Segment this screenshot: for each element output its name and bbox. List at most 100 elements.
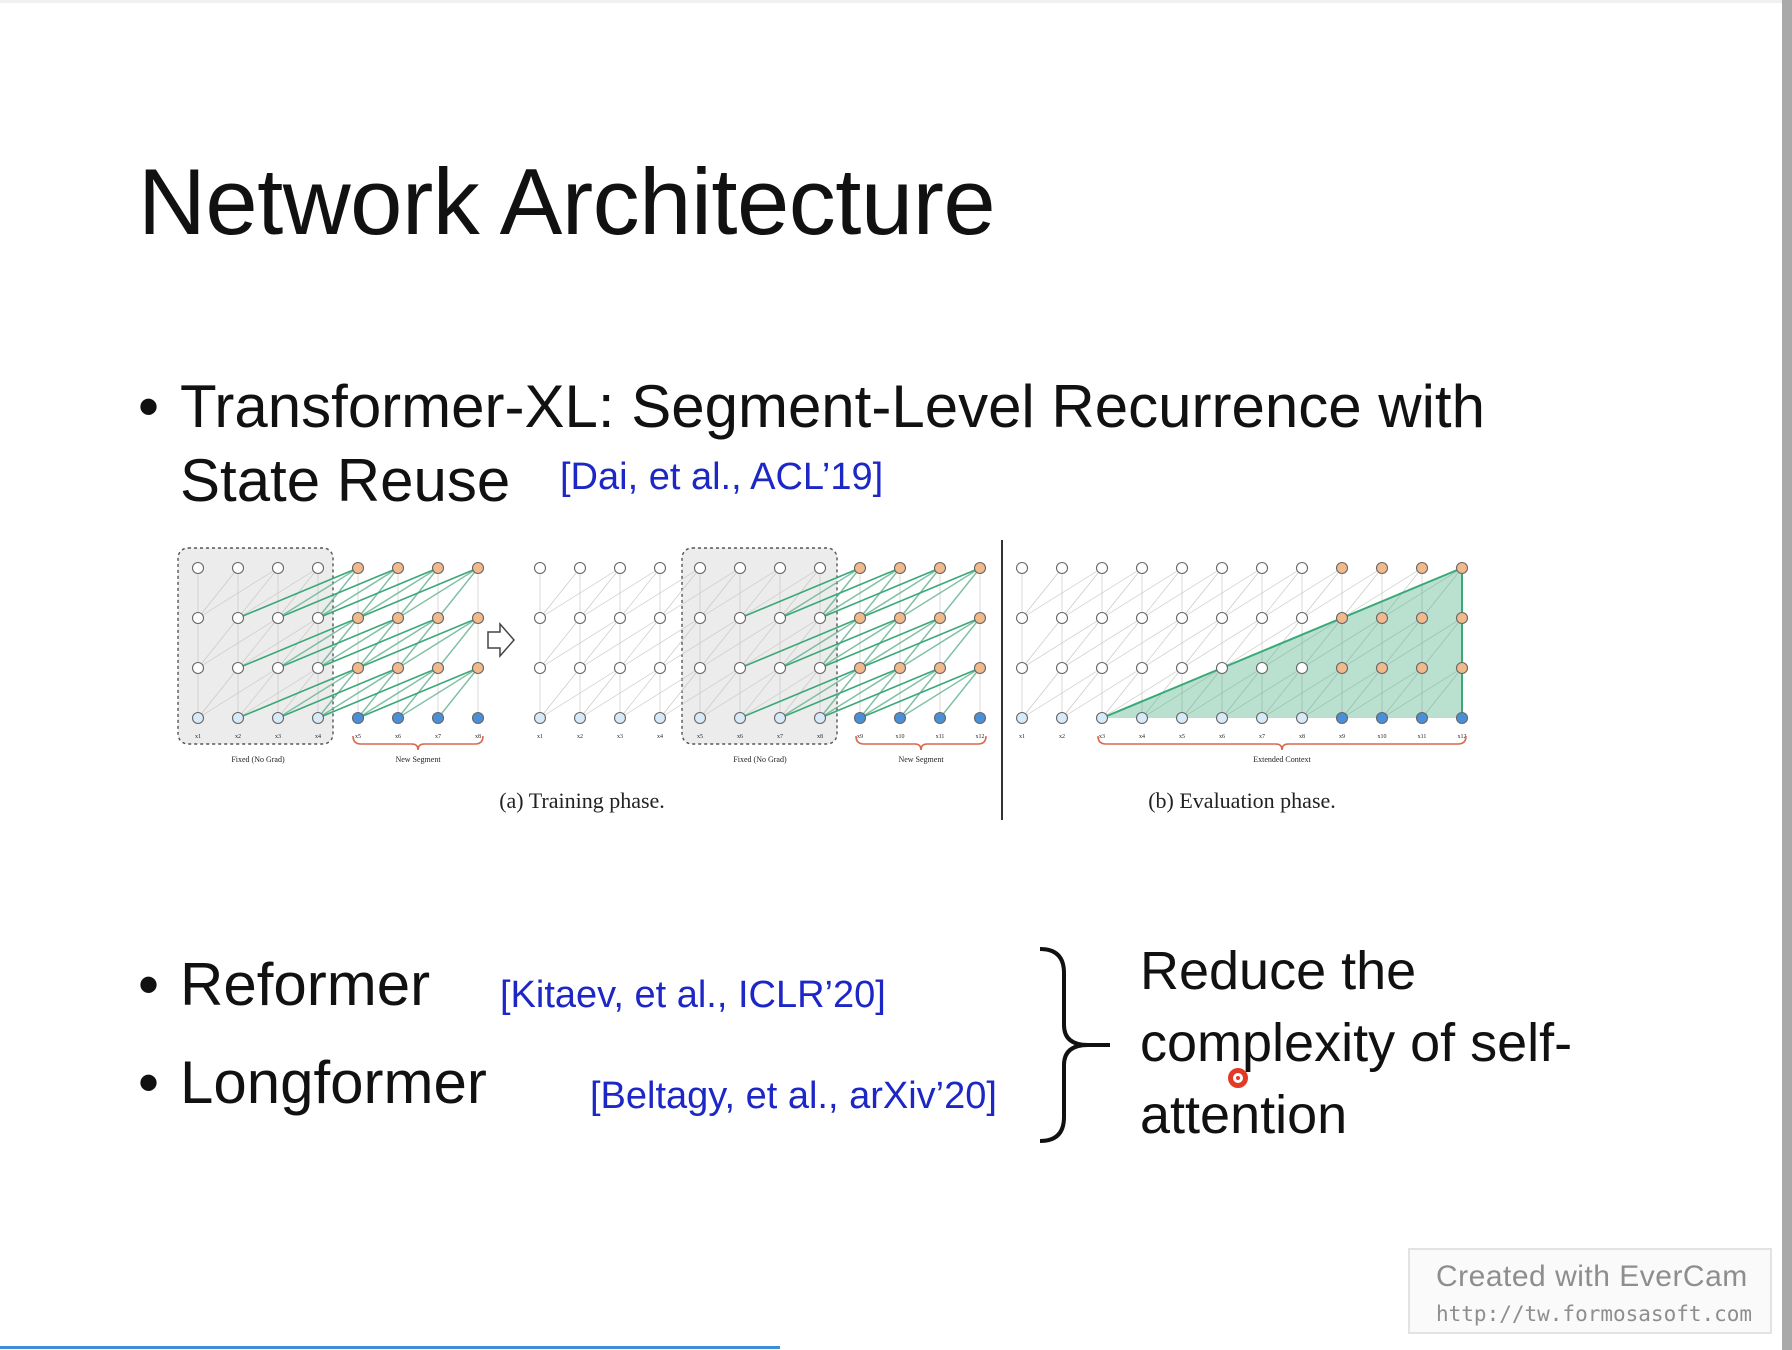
right-scrollbar[interactable] bbox=[1782, 0, 1792, 1350]
slide-title: Network Architecture bbox=[138, 149, 996, 254]
a2-node bbox=[853, 561, 867, 575]
a1-token-label: x6 bbox=[395, 734, 401, 740]
a2-attention-edge bbox=[859, 617, 941, 669]
b-token-label: x7 bbox=[1259, 734, 1265, 740]
b-fade-edge bbox=[1221, 617, 1263, 669]
b-fade-edge bbox=[1101, 667, 1143, 719]
bullet-transformer-xl-line2: State Reuse bbox=[180, 447, 511, 514]
b-token-label: x1 bbox=[1019, 734, 1025, 740]
caption-evaluation-phase: (b) Evaluation phase. bbox=[1148, 788, 1336, 813]
a2-node bbox=[973, 661, 987, 675]
b-token-label: x9 bbox=[1339, 734, 1345, 740]
b-fade-edge bbox=[1181, 617, 1263, 669]
a2-node bbox=[733, 611, 747, 625]
a2-node bbox=[533, 661, 547, 675]
a2-node bbox=[693, 711, 707, 725]
a1-fade-edge bbox=[237, 567, 319, 619]
b-fade-edge bbox=[1101, 567, 1143, 619]
b-fade-edge bbox=[1061, 567, 1103, 619]
a1-fade-edge bbox=[237, 617, 319, 669]
b-node bbox=[1295, 611, 1309, 625]
a2-fade-edge bbox=[619, 667, 701, 719]
bullet-longformer: •Longformer bbox=[138, 1048, 487, 1117]
a1-node bbox=[351, 611, 365, 625]
a2-node bbox=[773, 561, 787, 575]
b-node bbox=[1175, 561, 1189, 575]
b-fade-edge bbox=[1381, 667, 1423, 719]
b-node bbox=[1175, 711, 1189, 725]
a2-node bbox=[533, 711, 547, 725]
b-fade-edge bbox=[1421, 567, 1463, 619]
b-fade-edge bbox=[1381, 667, 1463, 719]
b-fade-edge bbox=[1341, 617, 1383, 669]
a2-attention-edge bbox=[819, 567, 941, 619]
a2-fade-edge bbox=[699, 567, 741, 619]
b-node bbox=[1055, 711, 1069, 725]
a1-attention-edge bbox=[357, 617, 439, 669]
a2-node bbox=[853, 661, 867, 675]
citation-beltagy: [Beltagy, et al., arXiv’20] bbox=[590, 1075, 997, 1117]
b-fade-edge bbox=[1381, 567, 1463, 619]
b-node bbox=[1135, 611, 1149, 625]
watermark-url: http://tw.formosasoft.com bbox=[1436, 1302, 1753, 1326]
a2-attention-edge bbox=[859, 667, 941, 719]
a2-fade-edge bbox=[659, 617, 701, 669]
a2-node bbox=[653, 711, 667, 725]
a2-fade-edge bbox=[659, 667, 701, 719]
a2-node bbox=[813, 711, 827, 725]
a2-attention-edge bbox=[739, 617, 861, 669]
extended-context-brace bbox=[1097, 735, 1467, 751]
b-node bbox=[1215, 561, 1229, 575]
a2-attention-edge bbox=[899, 667, 981, 719]
a2-attention-edge bbox=[939, 567, 981, 619]
a1-attention-edge bbox=[357, 667, 479, 719]
a1-fade-edge bbox=[197, 567, 279, 619]
b-node bbox=[1095, 611, 1109, 625]
a2-fade-edge bbox=[539, 567, 621, 619]
a1-attention-edge bbox=[397, 567, 479, 619]
b-fade-edge bbox=[1141, 567, 1183, 619]
a2-node bbox=[893, 711, 907, 725]
a1-node bbox=[471, 661, 485, 675]
a1-node bbox=[431, 661, 445, 675]
a1-node bbox=[191, 661, 205, 675]
a1-fade-edge bbox=[197, 617, 239, 669]
a2-node bbox=[893, 661, 907, 675]
b-node bbox=[1295, 711, 1309, 725]
a1-attention-edge bbox=[437, 567, 479, 619]
a1-node bbox=[311, 711, 325, 725]
b-fade-edge bbox=[1061, 617, 1103, 669]
a2-node bbox=[973, 611, 987, 625]
progress-bar[interactable] bbox=[0, 1346, 780, 1349]
citation-kitaev: [Kitaev, et al., ICLR’20] bbox=[500, 974, 886, 1016]
brace-note-line: attention bbox=[1140, 1085, 1348, 1145]
a2-fade-edge bbox=[579, 617, 661, 669]
b-fade-edge bbox=[1341, 617, 1423, 669]
a1-node bbox=[231, 661, 245, 675]
b-node bbox=[1215, 611, 1229, 625]
b-fade-edge bbox=[1141, 567, 1223, 619]
a1-token-label: x3 bbox=[275, 734, 281, 740]
b-fade-edge bbox=[1341, 567, 1423, 619]
a2-node bbox=[573, 711, 587, 725]
bullet-dot: • bbox=[138, 951, 160, 1018]
b-fade-edge bbox=[1141, 617, 1183, 669]
a2-token-label: x4 bbox=[657, 734, 663, 740]
b-node bbox=[1055, 661, 1069, 675]
b-fade-edge bbox=[1341, 667, 1383, 719]
a2-node bbox=[973, 561, 987, 575]
a2-attention-edge bbox=[819, 567, 901, 619]
a2-node bbox=[893, 611, 907, 625]
a1-fade-edge bbox=[197, 667, 239, 719]
b-token-label: x8 bbox=[1299, 734, 1305, 740]
b-node bbox=[1335, 661, 1349, 675]
a1-node bbox=[431, 561, 445, 575]
b-token-label: x4 bbox=[1139, 734, 1145, 740]
b-fade-edge bbox=[1301, 567, 1383, 619]
b-fade-edge bbox=[1221, 617, 1303, 669]
a1-attention-edge bbox=[237, 617, 359, 669]
a1-attention-edge bbox=[277, 667, 399, 719]
a1-attention-edge bbox=[357, 567, 479, 619]
a2-node bbox=[653, 661, 667, 675]
a2-attention-edge bbox=[779, 567, 901, 619]
